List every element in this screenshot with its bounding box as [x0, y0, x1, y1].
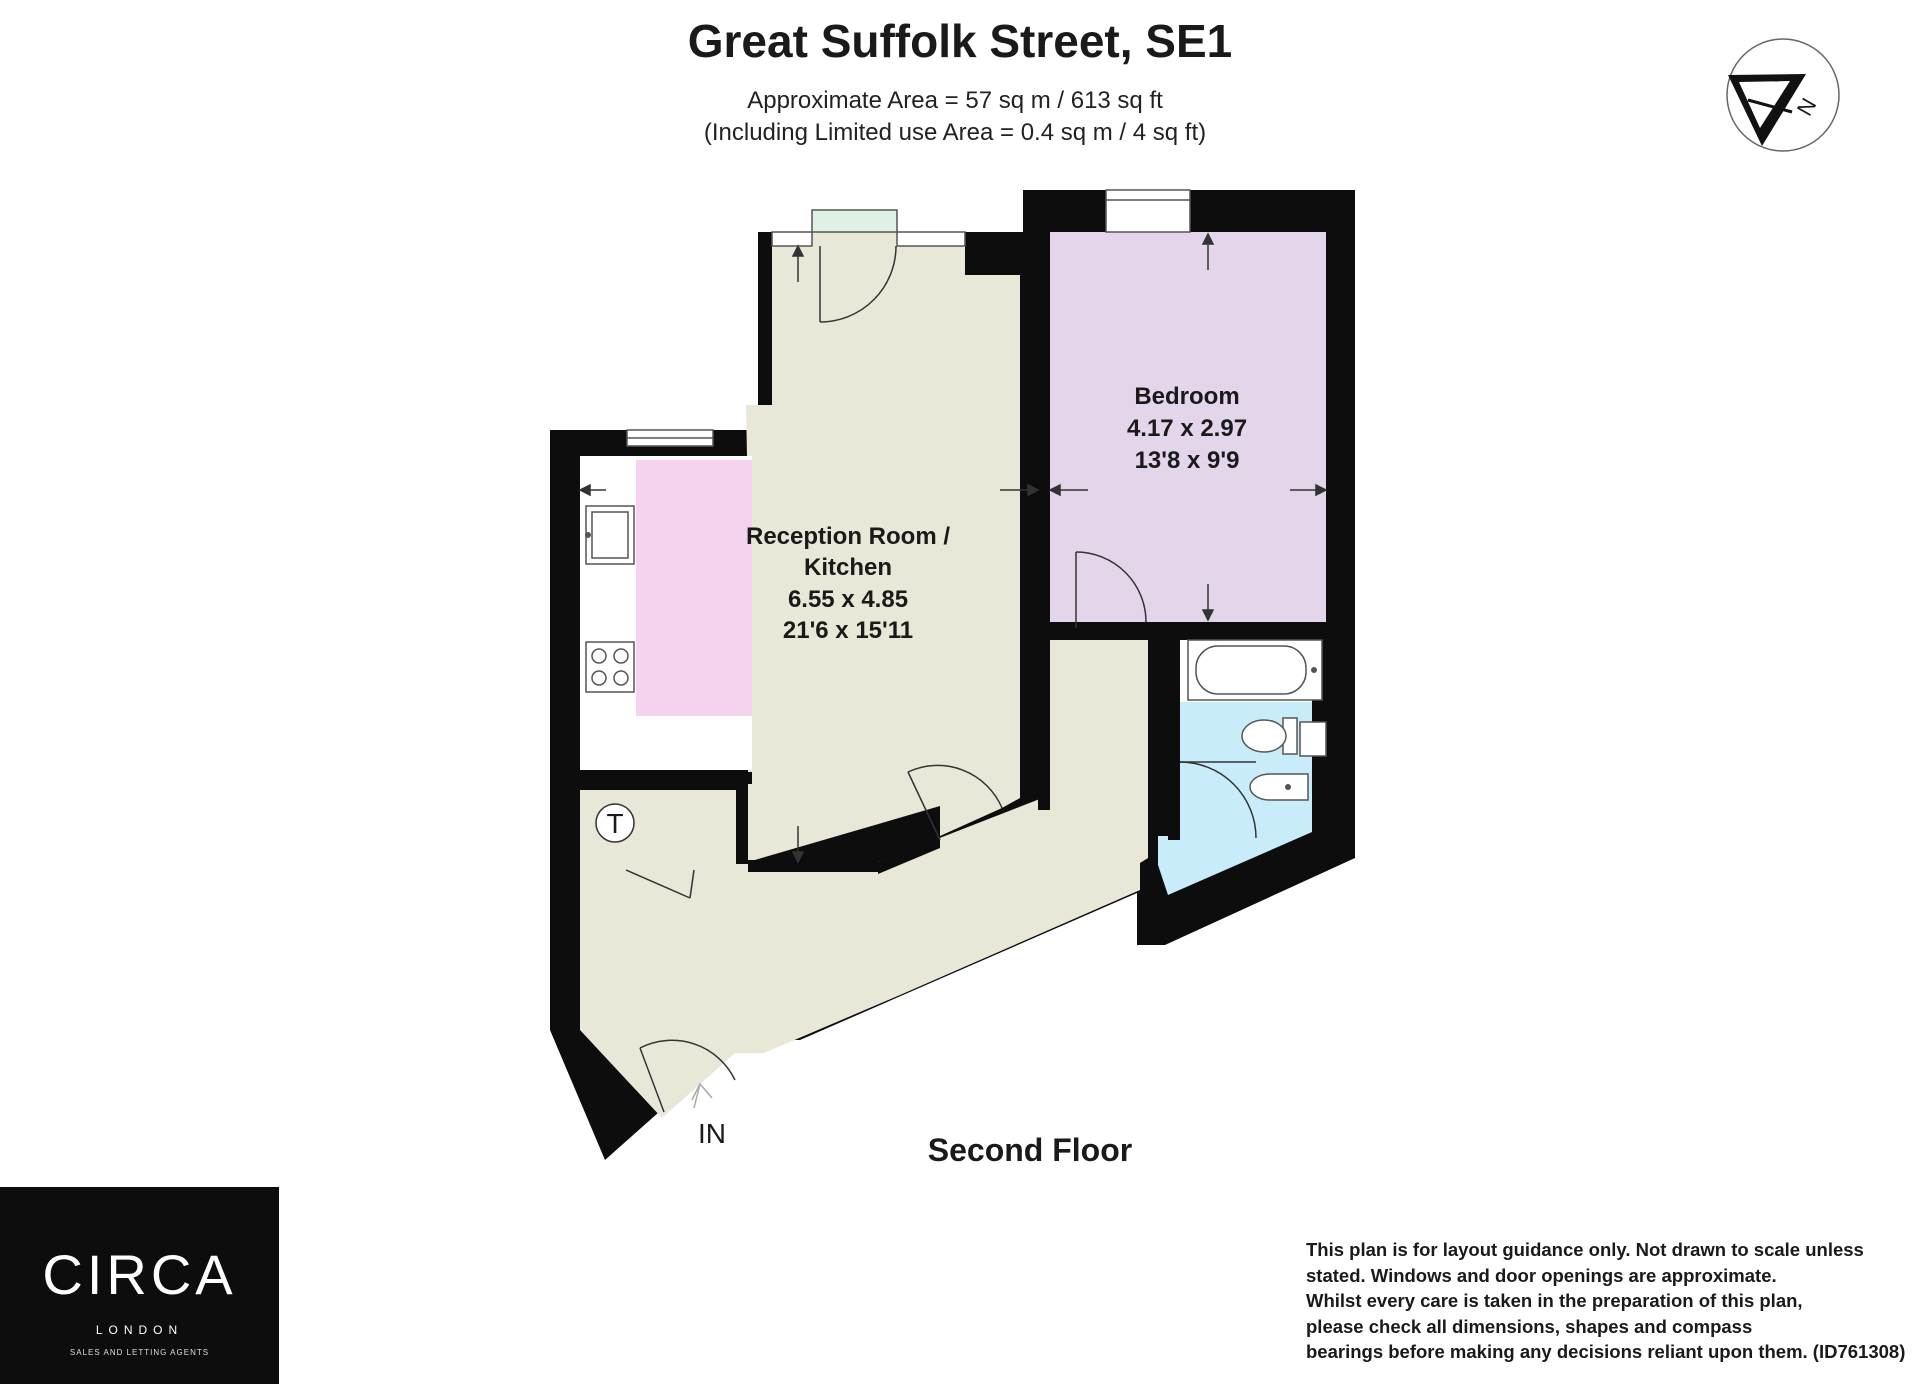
limited-use-area: (Including Limited use Area = 0.4 sq m /… — [703, 119, 1207, 146]
logo-city: LONDON — [95, 1323, 184, 1337]
floor-label: Second Floor — [927, 1132, 1133, 1168]
disclaimer-line: stated. Windows and door openings are ap… — [1306, 1264, 1777, 1286]
bedroom-floor — [1050, 232, 1326, 622]
sink-tap-icon — [585, 532, 591, 538]
reception-label-line1: Reception Room / — [746, 523, 950, 550]
reception-imperial: 21'6 x 15'11 — [783, 617, 913, 644]
entrance-arrow-icon — [691, 1082, 713, 1109]
disclaimer: This plan is for layout guidance only. N… — [1306, 1237, 1906, 1365]
cupboard-symbol: T — [606, 808, 623, 839]
internal-walls — [568, 275, 1326, 874]
cupboard-meter: T — [595, 803, 635, 843]
kitchen-worktop — [580, 456, 752, 770]
agent-logo: CIRCA LONDON SALES AND LETTING AGENTS — [0, 1187, 279, 1384]
reception-kitchen-floor — [746, 232, 1020, 862]
bedroom-metric: 4.17 x 2.97 — [1127, 415, 1247, 442]
dimension-arrows — [578, 232, 1328, 864]
kitchen-fittings — [585, 505, 635, 693]
hallway-floor — [580, 640, 1148, 1118]
basin-icon — [1249, 773, 1309, 801]
reception-label-line2: Kitchen — [804, 554, 892, 581]
bedroom-imperial: 13'8 x 9'9 — [1135, 447, 1240, 474]
disclaimer-line: Whilst every care is taken in the prepar… — [1306, 1290, 1803, 1311]
disclaimer-line: bearings before making any decisions rel… — [1306, 1341, 1906, 1362]
doors — [625, 245, 1257, 1113]
bedroom-label: Bedroom — [1134, 383, 1239, 410]
logo-tagline: SALES AND LETTING AGENTS — [69, 1348, 210, 1357]
boiler-icon — [595, 803, 635, 843]
windows — [626, 189, 1327, 757]
hob-icon — [585, 641, 635, 693]
bathroom-fittings — [1187, 639, 1323, 801]
disclaimer-line: please check all dimensions, shapes and … — [1306, 1315, 1753, 1337]
plan-title: Great Suffolk Street, SE1 — [687, 15, 1233, 67]
logo-name: CIRCA — [42, 1243, 237, 1306]
compass-icon: N — [1726, 38, 1840, 152]
approximate-area: Approximate Area = 57 sq m / 613 sq ft — [747, 87, 1163, 114]
disclaimer-line: This plan is for layout guidance only. N… — [1306, 1239, 1864, 1260]
reception-metric: 6.55 x 4.85 — [788, 586, 908, 613]
entrance-label: IN — [698, 1118, 726, 1149]
